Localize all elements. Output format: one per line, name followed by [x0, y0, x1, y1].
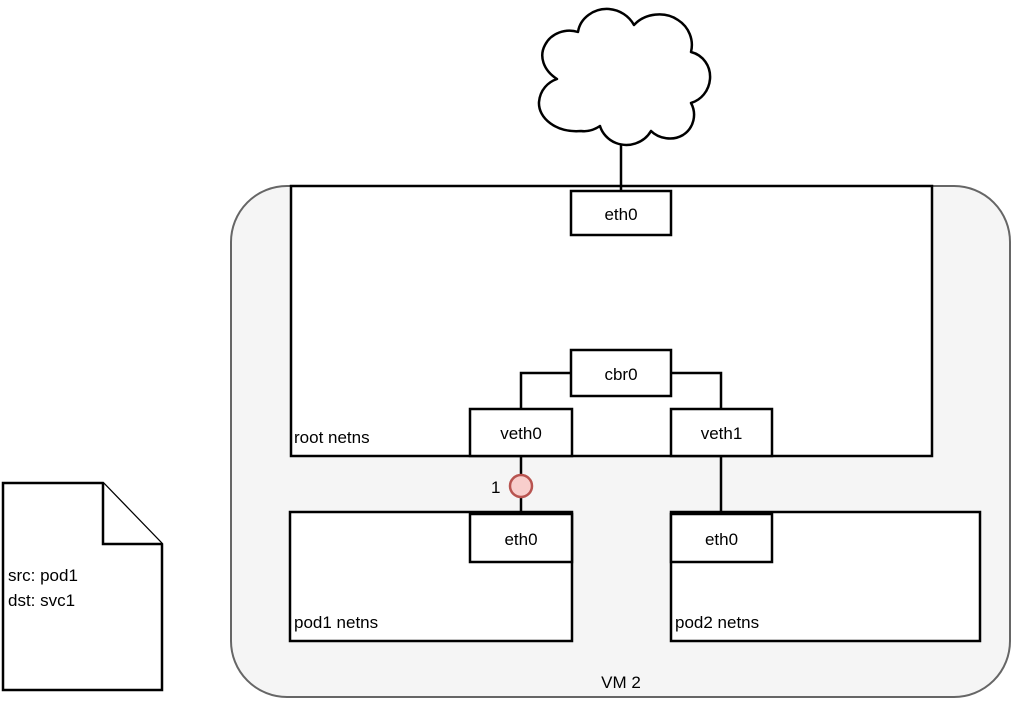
pod2-eth0-label: eth0	[704, 530, 739, 549]
connector-cbr0-veth1	[671, 371, 723, 409]
vm2-label: VM 2	[601, 673, 641, 692]
veth1-box	[669, 407, 774, 458]
packet-note-line-src: src: pod1	[8, 566, 78, 585]
pod1-netns-box	[288, 510, 574, 643]
cbr0-box	[569, 348, 673, 398]
root-netns-label: root netns	[294, 428, 370, 447]
veth1-label: veth1	[700, 424, 743, 443]
cbr0-label: cbr0	[604, 365, 638, 384]
pod1-netns-label: pod1 netns	[294, 613, 379, 632]
root-eth0-label: eth0	[604, 205, 638, 224]
root-eth0-box	[569, 189, 673, 237]
veth0-label: veth0	[500, 424, 542, 443]
connector-cbr0-veth0	[519, 371, 571, 409]
step-marker-1-circle	[508, 473, 534, 499]
pod2-netns-label: pod2 netns	[675, 613, 760, 632]
pod2-eth0-box	[669, 512, 774, 564]
internet-cloud-shape	[537, 7, 712, 147]
packet-note-fold	[101, 483, 162, 546]
packet-note-line-dst: dst: svc1	[8, 591, 76, 610]
pod1-eth0-label: eth0	[504, 530, 538, 549]
pod1-eth0-box	[468, 512, 574, 564]
step-marker-1-number: 1	[491, 478, 501, 497]
